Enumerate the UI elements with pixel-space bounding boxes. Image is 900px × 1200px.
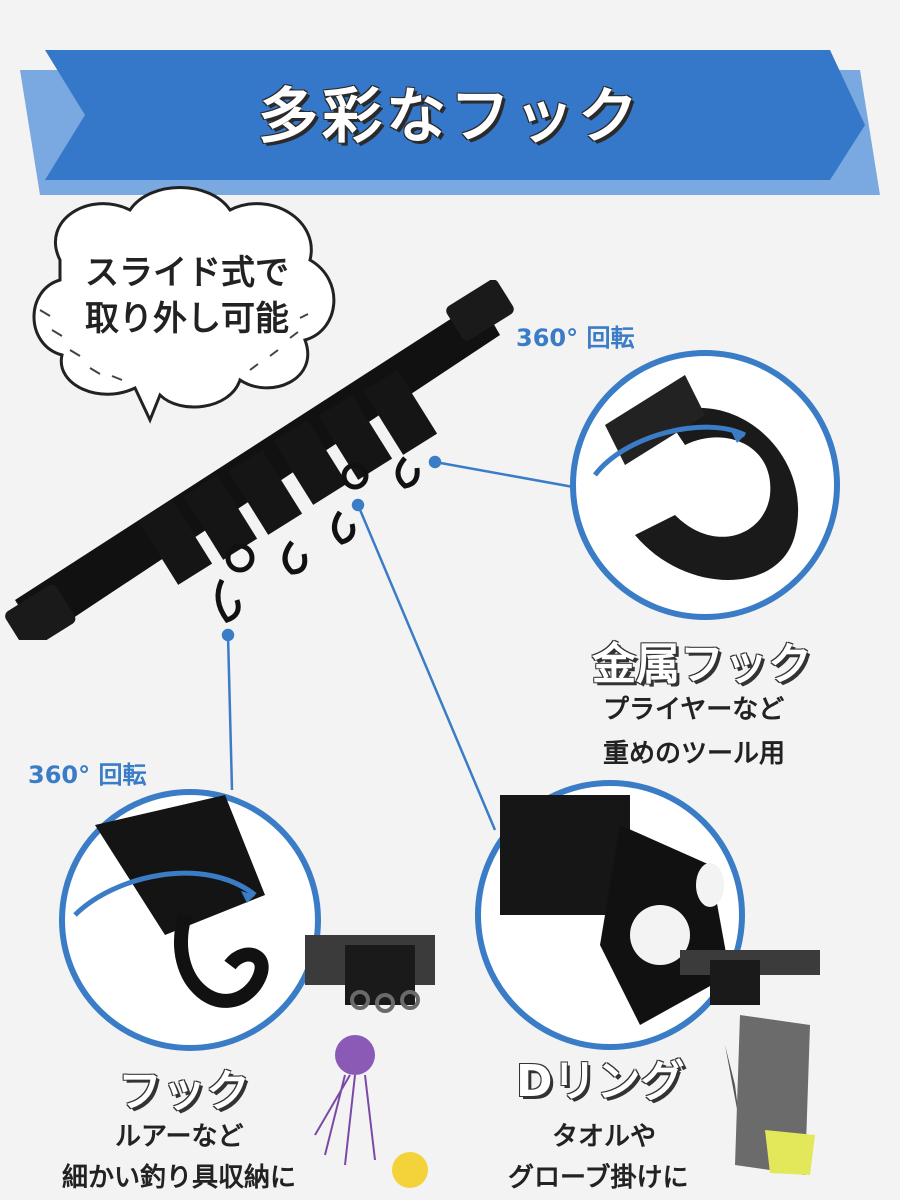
hook-title: フック (118, 1066, 250, 1117)
d-ring-desc-2: グローブ掛けに (508, 1163, 689, 1193)
d-ring-usage-photo (680, 950, 820, 1175)
metal-hook-desc-1: プライヤーなど (603, 695, 785, 725)
metal-hook-title: 金属フック (592, 639, 812, 690)
bubble-text: スライド式で 取り外し可能 (62, 250, 312, 342)
hook-usage-photo (305, 935, 435, 1188)
metal-hook-zoom-circle (570, 350, 840, 620)
hook-desc-1: ルアーなど (115, 1122, 244, 1152)
plastic-hook-zoom-circle (59, 789, 321, 1051)
rotation-label-left: 360° 回転 (28, 761, 147, 789)
bubble-line-1: スライド式で (85, 253, 289, 293)
rotation-label-top-right: 360° 回転 (516, 324, 635, 352)
metal-hook-desc-2: 重めのツール用 (603, 739, 786, 769)
banner-title: 多彩なフック (258, 81, 642, 152)
banner-ribbon (20, 50, 880, 195)
belt-product-image (5, 280, 514, 640)
d-ring-title: Dリング (516, 1056, 685, 1107)
speech-bubble (32, 186, 336, 424)
bubble-line-2: 取り外し可能 (85, 299, 289, 339)
d-ring-desc-1: タオルや (552, 1122, 657, 1152)
hook-desc-2: 細かい釣り具収納に (62, 1163, 297, 1193)
